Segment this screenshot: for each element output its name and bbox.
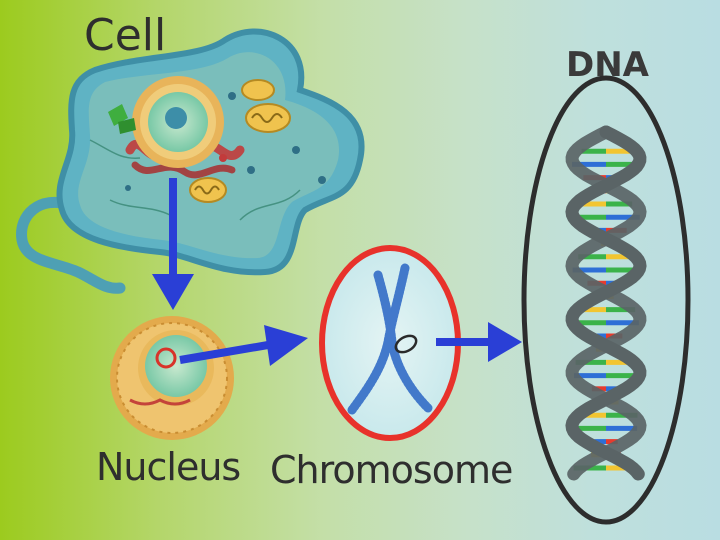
nucleus-illustration bbox=[110, 316, 234, 440]
vesicle bbox=[318, 176, 326, 184]
dna-highlight-ring bbox=[521, 75, 691, 525]
mitochondrion-icon bbox=[245, 103, 291, 133]
dna-backbone-strand bbox=[565, 125, 647, 481]
vesicle bbox=[219, 154, 227, 162]
nucleus-label: Nucleus bbox=[96, 445, 241, 489]
centromere-highlight bbox=[394, 334, 418, 354]
dna-helix-illustration bbox=[565, 125, 647, 481]
chromosome-label: Chromosome bbox=[270, 448, 513, 492]
vesicle bbox=[247, 166, 255, 174]
dna-label: DNA bbox=[566, 45, 649, 85]
arrow-cell-to-nucleus-icon bbox=[152, 178, 194, 310]
cell-flagellum bbox=[16, 196, 126, 294]
cytoskeleton bbox=[89, 139, 301, 221]
nucleus-highlight-ring bbox=[155, 347, 177, 369]
vesicle bbox=[292, 146, 300, 154]
animal-cell-illustration bbox=[16, 28, 365, 294]
arrow-chromosome-to-dna-icon bbox=[436, 322, 522, 362]
cell-label: Cell bbox=[84, 10, 167, 61]
cell-nucleolus bbox=[165, 107, 187, 129]
vesicle bbox=[125, 185, 131, 191]
endoplasmic-reticulum-2 bbox=[131, 161, 236, 179]
mitochondrion-icon bbox=[241, 79, 275, 101]
mitochondrion-icon bbox=[189, 177, 227, 203]
arrow-nucleus-to-chromosome-icon bbox=[179, 325, 308, 366]
centrosome-icon bbox=[108, 104, 136, 134]
vesicle bbox=[228, 92, 236, 100]
